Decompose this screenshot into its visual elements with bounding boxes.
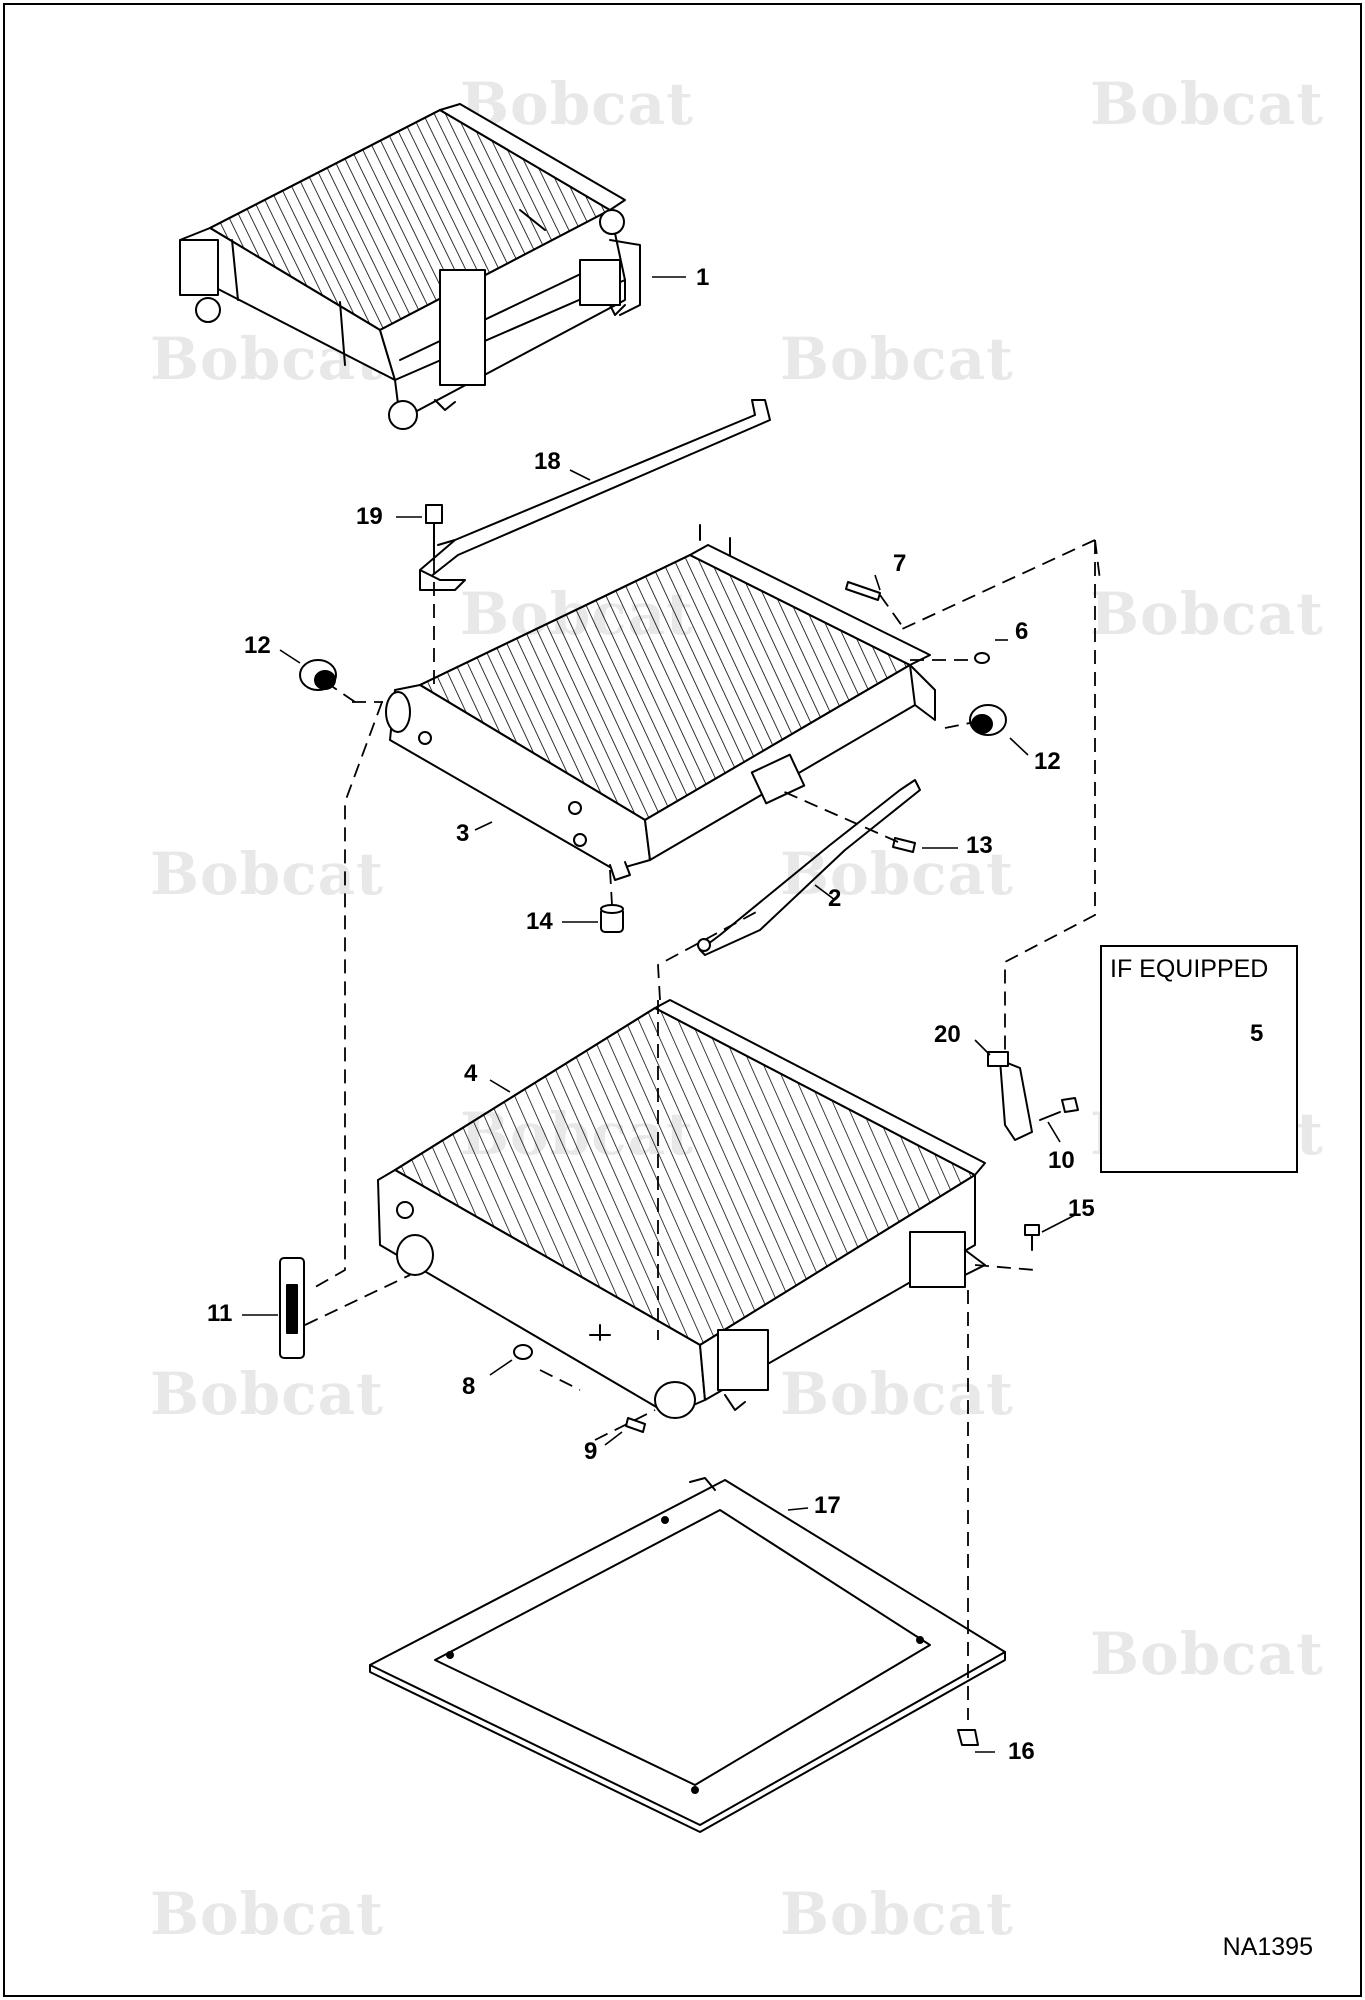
callout-6: 6 xyxy=(1015,618,1029,645)
part-8-nut xyxy=(513,1344,533,1360)
watermark-text: Bobcat xyxy=(780,325,1014,393)
watermark: Bobcat xyxy=(150,1880,384,1948)
part-16-nut xyxy=(957,1729,979,1746)
callout-14: 14 xyxy=(526,908,553,935)
part-19-bolt xyxy=(425,504,443,561)
part-2-support-rod xyxy=(697,779,921,956)
part-1-cooler-assembly xyxy=(179,103,641,430)
part-18-support-rod xyxy=(419,399,771,591)
callout-18: 18 xyxy=(534,448,561,475)
callout-5: 5 xyxy=(1250,1020,1264,1047)
part-3-core xyxy=(385,524,936,881)
callout-10: 10 xyxy=(1048,1147,1075,1174)
part-10-bolt xyxy=(1039,1097,1079,1121)
document-id: NA1395 xyxy=(1222,1933,1313,1961)
watermark-text: Bobcat xyxy=(1090,70,1324,138)
watermark-text: Bobcat xyxy=(1090,580,1324,648)
watermark-text: Bobcat xyxy=(150,1880,384,1948)
callout-9: 9 xyxy=(584,1438,598,1465)
part-17-frame xyxy=(369,1477,1006,1833)
part-20-bracket xyxy=(987,1051,1033,1141)
callout-11: 11 xyxy=(207,1300,233,1327)
callout-12-right: 12 xyxy=(1034,748,1061,775)
watermark: Bobcat xyxy=(1090,580,1324,648)
callout-7: 7 xyxy=(893,550,907,577)
part-7-pin xyxy=(845,581,881,601)
callout-8: 8 xyxy=(462,1373,476,1400)
part-6-clip xyxy=(974,652,990,664)
watermark-text: Bobcat xyxy=(1090,1620,1324,1688)
part-13-bolt xyxy=(892,837,916,853)
callout-13: 13 xyxy=(966,832,993,859)
watermark: Bobcat xyxy=(780,325,1014,393)
part-12-fitting-right xyxy=(969,704,1007,736)
watermark-text: Bobcat xyxy=(780,1360,1014,1428)
callout-16: 16 xyxy=(1008,1738,1035,1765)
watermark: Bobcat xyxy=(780,1880,1014,1948)
part-14-isolator xyxy=(600,904,624,933)
if-equipped-title: IF EQUIPPED xyxy=(1110,955,1269,983)
diagram-frame xyxy=(3,3,1362,1997)
callout-3: 3 xyxy=(456,820,470,847)
watermark-text: Bobcat xyxy=(780,1880,1014,1948)
if-equipped-box: IF EQUIPPED xyxy=(1100,945,1298,1173)
callout-4: 4 xyxy=(464,1060,478,1087)
assembly-lines xyxy=(304,539,1101,1720)
part-4-radiator xyxy=(377,999,986,1419)
callout-20: 20 xyxy=(934,1021,961,1048)
watermark: Bobcat xyxy=(1090,70,1324,138)
callout-12-left: 12 xyxy=(244,632,271,659)
callout-17: 17 xyxy=(814,1492,841,1519)
watermark: Bobcat xyxy=(780,1360,1014,1428)
callout-15: 15 xyxy=(1068,1195,1095,1222)
watermark-text: Bobcat xyxy=(150,1360,384,1428)
callout-19: 19 xyxy=(356,503,383,530)
part-15-bolt xyxy=(1024,1224,1040,1251)
callout-1: 1 xyxy=(696,264,710,291)
part-12-fitting-left xyxy=(299,659,337,691)
leader-lines xyxy=(242,276,1241,1753)
watermark: Bobcat xyxy=(150,1360,384,1428)
part-11-bracket xyxy=(279,1257,305,1359)
watermark: Bobcat xyxy=(1090,1620,1324,1688)
callout-2: 2 xyxy=(828,885,842,912)
